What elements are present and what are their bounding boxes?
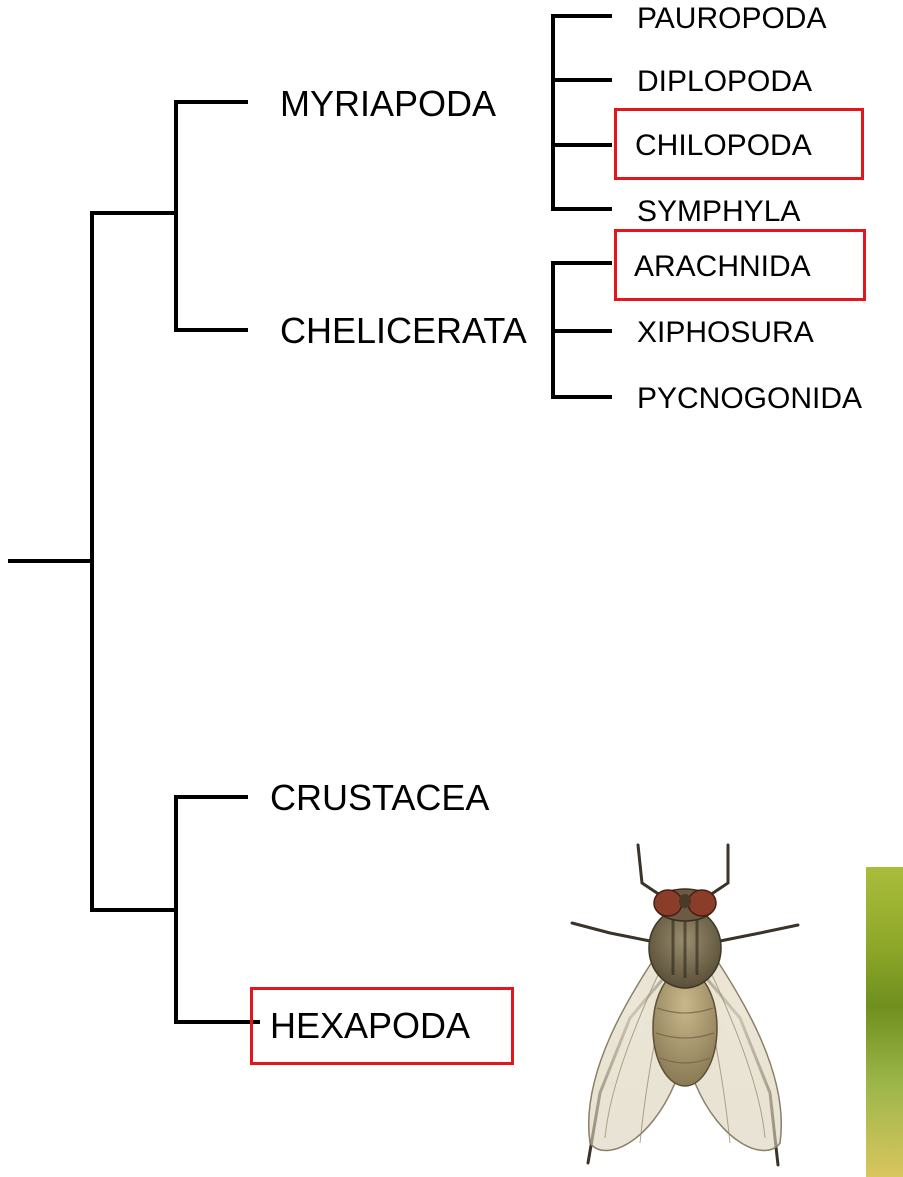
taxon-label-diplopoda: DIPLOPODA: [637, 67, 812, 97]
taxon-label-pycnogonida: PYCNOGONIDA: [637, 384, 862, 414]
taxon-label-xiphosura: XIPHOSURA: [637, 318, 814, 348]
taxon-label-chilopoda: CHILOPODA: [635, 131, 812, 161]
taxon-label-pauropoda: PAUROPODA: [637, 4, 826, 34]
housefly-illustration: [560, 843, 810, 1177]
clade-label-crustacea: CRUSTACEA: [270, 780, 489, 816]
taxon-label-symphyla: SYMPHYLA: [637, 197, 800, 227]
clade-label-myriapoda: MYRIAPODA: [280, 86, 496, 122]
taxon-label-arachnida: ARACHNIDA: [634, 252, 811, 282]
green-side-panel: [866, 867, 903, 1177]
clade-label-hexapoda: HEXAPODA: [270, 1008, 470, 1044]
clade-label-chelicerata: CHELICERATA: [280, 313, 527, 349]
